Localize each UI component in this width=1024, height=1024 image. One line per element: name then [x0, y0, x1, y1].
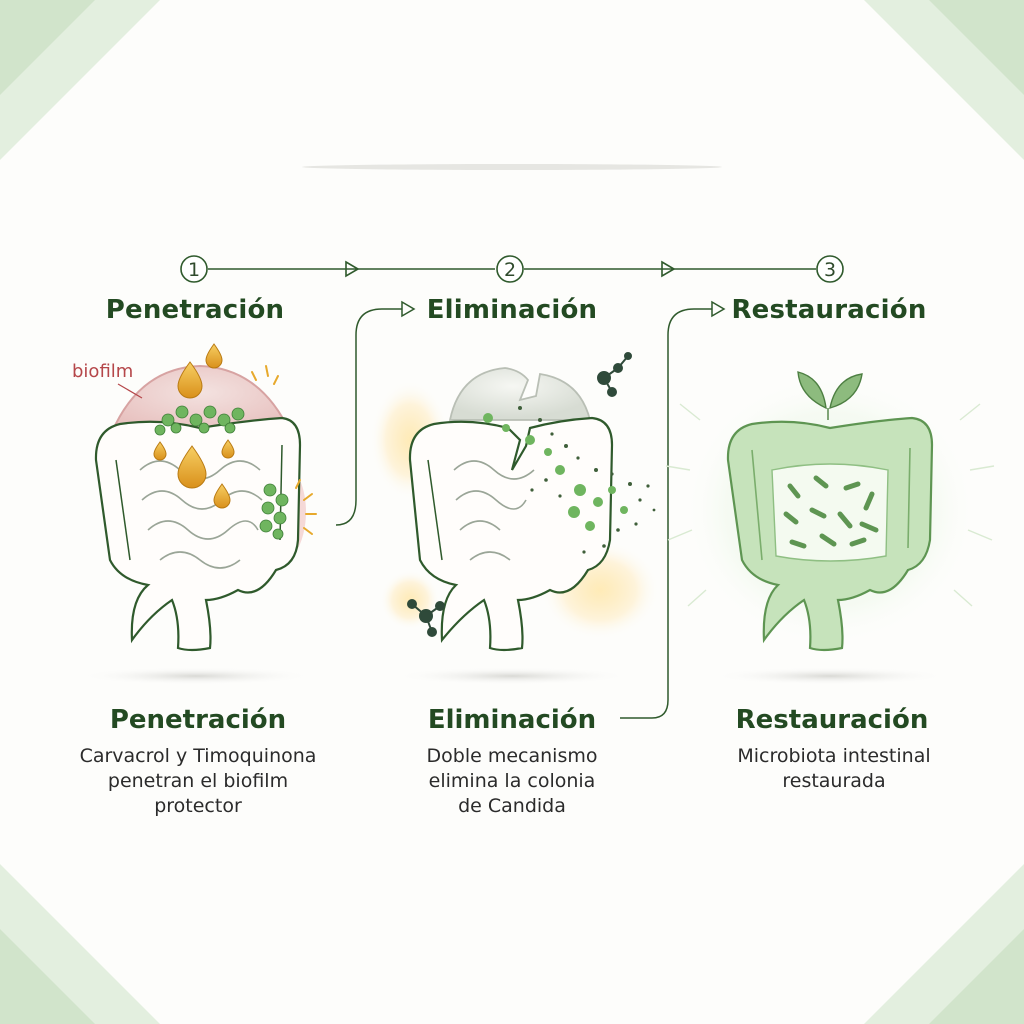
panel-2-illustration: [370, 352, 660, 652]
step-1-description: Carvacrol y Timoquinona penetran el biof…: [80, 745, 317, 817]
step-3-title: Restauración: [731, 295, 926, 325]
step-3-bottom-title: Restauración: [736, 705, 929, 735]
svg-text:3: 3: [824, 259, 836, 281]
panel-3-shadow: [710, 667, 950, 685]
connector-1-to-2: [335, 300, 416, 526]
broken-biofilm: [448, 367, 592, 421]
svg-text:elimina la colonia: elimina la colonia: [429, 770, 596, 792]
svg-text:restaurada: restaurada: [782, 770, 885, 792]
panel-2-shadow: [392, 667, 632, 685]
corner-decor-top-left: [0, 0, 160, 160]
biofilm-dome: [110, 364, 292, 433]
svg-text:Carvacrol y Timoquinona: Carvacrol y Timoquinona: [80, 745, 317, 767]
molecule-icon: [597, 352, 632, 397]
timeline: 1 2 3: [180, 255, 844, 283]
molecule-icon-2: [407, 599, 445, 637]
panel-1-shadow: [76, 667, 316, 685]
colon-outline-cracked: [408, 416, 614, 652]
svg-text:1: 1: [188, 259, 200, 281]
svg-text:Doble mecanismo: Doble mecanismo: [427, 745, 598, 767]
corner-decor-bottom-right: [864, 864, 1024, 1024]
corner-decor-top-right: [864, 0, 1024, 160]
svg-text:Microbiota intestinal: Microbiota intestinal: [737, 745, 930, 767]
panel-3-illustration: [665, 370, 995, 652]
step-2-title: Eliminación: [427, 295, 598, 325]
top-divider: [302, 164, 722, 170]
step-2-bottom-title: Eliminación: [428, 705, 596, 735]
svg-text:2: 2: [504, 259, 516, 281]
connector-2-to-3: [620, 300, 726, 719]
step-1-bottom-title: Penetración: [110, 705, 286, 735]
panel-1-illustration: biofilm: [72, 343, 317, 652]
biofilm-label: biofilm: [72, 361, 133, 382]
svg-text:de Candida: de Candida: [458, 795, 566, 817]
corner-decor-bottom-left: [0, 864, 160, 1024]
svg-text:penetran el biofilm: penetran el biofilm: [108, 770, 288, 792]
leaf-icon: [797, 371, 863, 420]
svg-text:protector: protector: [154, 795, 242, 817]
step-number-2: 2: [496, 255, 524, 283]
step-1-title: Penetración: [106, 295, 285, 325]
colon-outline: [94, 416, 302, 652]
step-number-3: 3: [816, 255, 844, 283]
step-3-description: Microbiota intestinal restaurada: [737, 745, 930, 792]
step-2-description: Doble mecanismo elimina la colonia de Ca…: [427, 745, 598, 817]
step-number-1: 1: [180, 255, 208, 283]
